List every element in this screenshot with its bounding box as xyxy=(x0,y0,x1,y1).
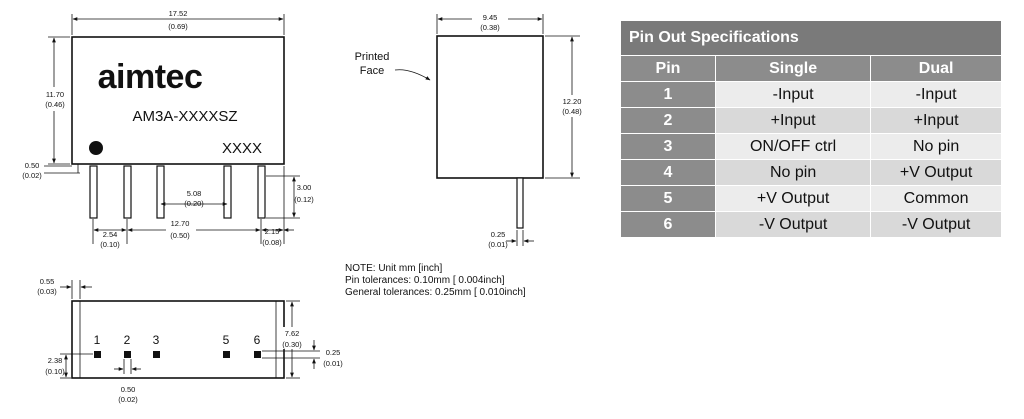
side-pin xyxy=(516,177,524,229)
depth-mm-label: 7.62 xyxy=(285,329,300,338)
dual-cell: +Input xyxy=(870,107,1002,134)
side-height-in-label: (0.48) xyxy=(562,107,582,116)
pin-cell: 4 xyxy=(620,159,716,186)
table-row: 5 +V Output Common xyxy=(620,185,1002,212)
pin xyxy=(257,165,266,219)
side-body xyxy=(436,35,544,179)
table-title: Pin Out Specifications xyxy=(620,20,1002,56)
pin-out-table: Pin Out Specifications Pin Single Dual 1… xyxy=(620,20,1002,238)
width-in-label: (0.69) xyxy=(168,22,188,31)
aimtec-logo: aimtec xyxy=(98,58,203,96)
pin xyxy=(89,165,98,219)
right-gap-in-label: (0.08) xyxy=(262,238,282,247)
header-dual: Dual xyxy=(870,55,1002,82)
note-line-general-tolerance: General tolerances: 0.25mm [ 0.010inch] xyxy=(345,287,526,298)
edge-mm-label: 0.55 xyxy=(40,277,55,286)
bottom-view: 1 2 3 5 6 0.55 (0.03) 7.62 (0.30) 0.25 (… xyxy=(37,277,343,404)
single-cell: -V Output xyxy=(714,211,872,238)
side-view: Printed Face 9.45 (0.38) 12.20 (0.48) 0.… xyxy=(355,10,588,249)
bottom-pin xyxy=(254,351,261,358)
pin xyxy=(123,165,132,219)
table-row: 2 +Input +Input xyxy=(620,107,1002,134)
pin-number-2: 2 xyxy=(124,333,131,347)
note-line-units: NOTE: Unit mm [inch] xyxy=(345,263,443,274)
pitch-in-label: (0.20) xyxy=(184,199,204,208)
height-mm-label: 11.70 xyxy=(46,90,64,99)
pin-width-in-label: (0.02) xyxy=(118,395,138,404)
date-code-label: XXXX xyxy=(222,140,262,157)
pin-cell: 3 xyxy=(620,133,716,160)
single-cell: +Input xyxy=(714,107,872,134)
pin-number-1: 1 xyxy=(94,333,101,347)
bottom-body xyxy=(71,300,285,379)
standoff-mm-label: 0.50 xyxy=(25,161,40,170)
width-mm-label: 17.52 xyxy=(169,9,188,18)
pin xyxy=(156,165,165,219)
pin-number-3: 3 xyxy=(153,333,160,347)
side-width-in-label: (0.38) xyxy=(480,23,500,32)
side-pin-mm-label: 0.25 xyxy=(491,230,506,239)
bottom-pin xyxy=(223,351,230,358)
front-view: aimtec AM3A-XXXXSZ XXXX 17.52 (0.69) 11.… xyxy=(22,9,314,249)
pin-cell: 1 xyxy=(620,81,716,108)
bottom-pin xyxy=(153,351,160,358)
height-in-label: (0.46) xyxy=(45,100,65,109)
note-line-pin-tolerance: Pin tolerances: 0.10mm [ 0.004inch] xyxy=(345,275,505,286)
dual-cell: -Input xyxy=(870,81,1002,108)
pin-cell: 5 xyxy=(620,185,716,212)
dual-cell: No pin xyxy=(870,133,1002,160)
standoff-in-label: (0.02) xyxy=(22,171,42,180)
right-gap-mm-label: 2.15 xyxy=(265,227,280,236)
table-row: 6 -V Output -V Output xyxy=(620,211,1002,238)
printed-face-label-2: Face xyxy=(360,65,384,77)
table-row: 3 ON/OFF ctrl No pin xyxy=(620,133,1002,160)
table-row: 1 -Input -Input xyxy=(620,81,1002,108)
printed-face-label-1: Printed xyxy=(355,51,390,63)
dual-cell: Common xyxy=(870,185,1002,212)
pitch-mm-label: 5.08 xyxy=(187,189,202,198)
span-in-label: (0.50) xyxy=(170,231,190,240)
depth-in-label: (0.30) xyxy=(282,340,302,349)
header-pin: Pin xyxy=(620,55,716,82)
span-mm-label: 12.70 xyxy=(171,219,190,228)
table-row: 4 No pin +V Output xyxy=(620,159,1002,186)
pin-thickness-mm-label: 0.25 xyxy=(326,348,341,357)
pin-number-5: 5 xyxy=(223,333,230,347)
model-label: AM3A-XXXXSZ xyxy=(132,108,237,125)
pin-cell: 6 xyxy=(620,211,716,238)
pin-width-mm-label: 0.50 xyxy=(121,385,136,394)
tolerance-note: NOTE: Unit mm [inch] Pin tolerances: 0.1… xyxy=(345,263,526,299)
pin-cell: 2 xyxy=(620,107,716,134)
pin xyxy=(223,165,232,219)
pin-length-in-label: (0.12) xyxy=(294,195,314,204)
side-pin-in-label: (0.01) xyxy=(488,240,508,249)
pin-thickness-in-label: (0.01) xyxy=(323,359,343,368)
left-gap-in-label: (0.10) xyxy=(100,240,120,249)
side-height-mm-label: 12.20 xyxy=(563,97,582,106)
side-width-mm-label: 9.45 xyxy=(483,13,498,22)
row-in-label: (0.10) xyxy=(45,367,65,376)
row-mm-label: 2.38 xyxy=(48,356,63,365)
dual-cell: +V Output xyxy=(870,159,1002,186)
single-cell: -Input xyxy=(714,81,872,108)
pin-number-6: 6 xyxy=(254,333,261,347)
single-cell: No pin xyxy=(714,159,872,186)
bottom-pin xyxy=(124,351,131,358)
pin1-dot xyxy=(89,141,103,155)
pin-length-mm-label: 3.00 xyxy=(297,183,312,192)
bottom-pin xyxy=(94,351,101,358)
header-single: Single xyxy=(714,55,872,82)
edge-in-label: (0.03) xyxy=(37,287,57,296)
dual-cell: -V Output xyxy=(870,211,1002,238)
single-cell: ON/OFF ctrl xyxy=(714,133,872,160)
module-body xyxy=(71,36,285,165)
single-cell: +V Output xyxy=(714,185,872,212)
left-gap-mm-label: 2.54 xyxy=(103,230,118,239)
